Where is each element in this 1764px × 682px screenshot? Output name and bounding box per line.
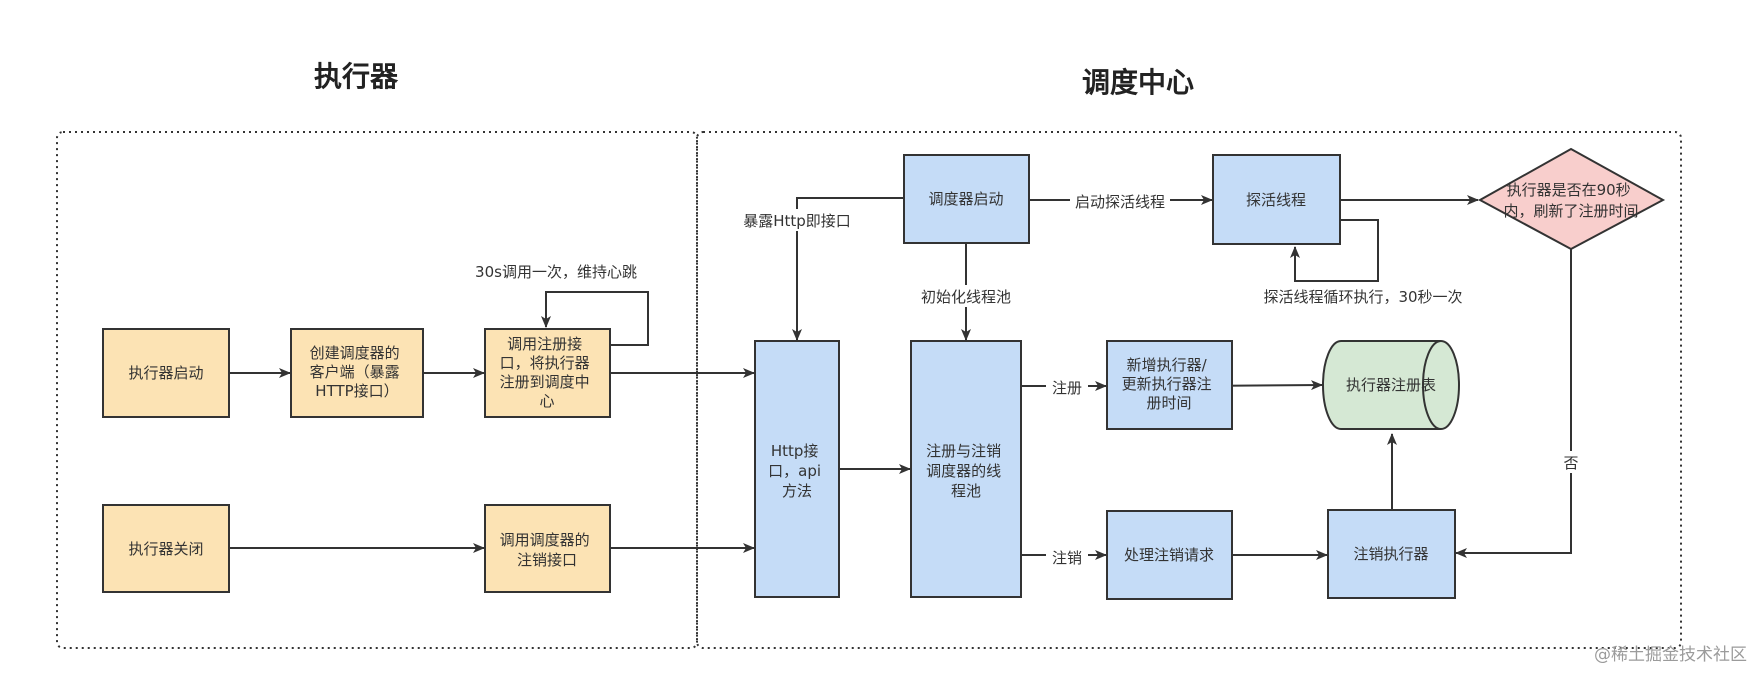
node-decision: 执行器是否在90秒 内，刷新了注册时间 — [1477, 147, 1666, 251]
label-unregister: 注销 — [1052, 549, 1082, 567]
node-handle-unregister: 处理注销请求 — [1106, 510, 1233, 600]
node-handle-unregister-label: 处理注销请求 — [1124, 546, 1214, 564]
edge-heartbeat-loop — [541, 291, 649, 346]
node-add-executor: 新增执行器/ 更新执行器注 册时间 — [1106, 340, 1233, 430]
edge-probe-loop — [1290, 219, 1379, 282]
node-create-client-label: 创建调度器的 客户端（暴露 HTTP接口） — [310, 344, 405, 400]
label-expose-http: 暴露Http即接口 — [743, 212, 851, 230]
label-no: 否 — [1563, 454, 1578, 472]
label-probe-loop: 探活线程循环执行，30秒一次 — [1263, 288, 1462, 306]
node-decision-label: 执行器是否在90秒 内，刷新了注册时间 — [1503, 181, 1638, 220]
node-exec-start-label: 执行器启动 — [128, 364, 203, 382]
node-exec-start: 执行器启动 — [102, 328, 230, 418]
node-exec-close-label: 执行器关闭 — [128, 540, 203, 558]
node-register-pool: 注册与注销 调度器的线 程池 — [910, 340, 1022, 598]
node-call-unregister-label: 调用调度器的 注销接口 — [500, 531, 595, 569]
node-scheduler-start-label: 调度器启动 — [928, 190, 1003, 208]
label-init-pool: 初始化线程池 — [921, 288, 1011, 306]
scheduler-title: 调度中心 — [1082, 66, 1194, 99]
node-register-pool-label: 注册与注销 调度器的线 程池 — [926, 442, 1006, 500]
node-create-client: 创建调度器的 客户端（暴露 HTTP接口） — [290, 328, 424, 418]
label-start-probe: 启动探活线程 — [1075, 193, 1165, 211]
node-scheduler-start: 调度器启动 — [903, 154, 1030, 244]
node-call-register-label: 调用注册接 口，将执行器 注册到调度中 心 — [500, 335, 595, 410]
node-unregister-executor: 注销执行器 — [1327, 509, 1456, 599]
node-call-register: 调用注册接 口，将执行器 注册到调度中 心 — [484, 328, 611, 418]
node-http-api-label: Http接 口，api 方法 — [768, 442, 826, 500]
edge-decision-no — [1455, 249, 1572, 558]
node-http-api: Http接 口，api 方法 — [754, 340, 840, 598]
edge-expose-http — [792, 197, 903, 341]
scheduler-container — [696, 131, 1682, 649]
node-probe-thread: 探活线程 — [1212, 154, 1341, 245]
watermark: @稀土掘金技术社区 — [1594, 645, 1747, 665]
executor-title: 执行器 — [314, 60, 399, 93]
node-add-executor-label: 新增执行器/ 更新执行器注 册时间 — [1122, 356, 1217, 412]
node-probe-thread-label: 探活线程 — [1246, 191, 1306, 209]
node-registry-table-label: 执行器注册表 — [1346, 376, 1436, 394]
label-register: 注册 — [1052, 379, 1082, 397]
node-exec-close: 执行器关闭 — [102, 504, 230, 593]
node-unregister-executor-label: 注销执行器 — [1353, 545, 1428, 563]
node-call-unregister: 调用调度器的 注销接口 — [484, 504, 611, 593]
executor-container — [56, 131, 698, 649]
node-registry-table: 执行器注册表 — [1322, 340, 1460, 430]
label-heartbeat: 30s调用一次，维持心跳 — [475, 263, 637, 281]
